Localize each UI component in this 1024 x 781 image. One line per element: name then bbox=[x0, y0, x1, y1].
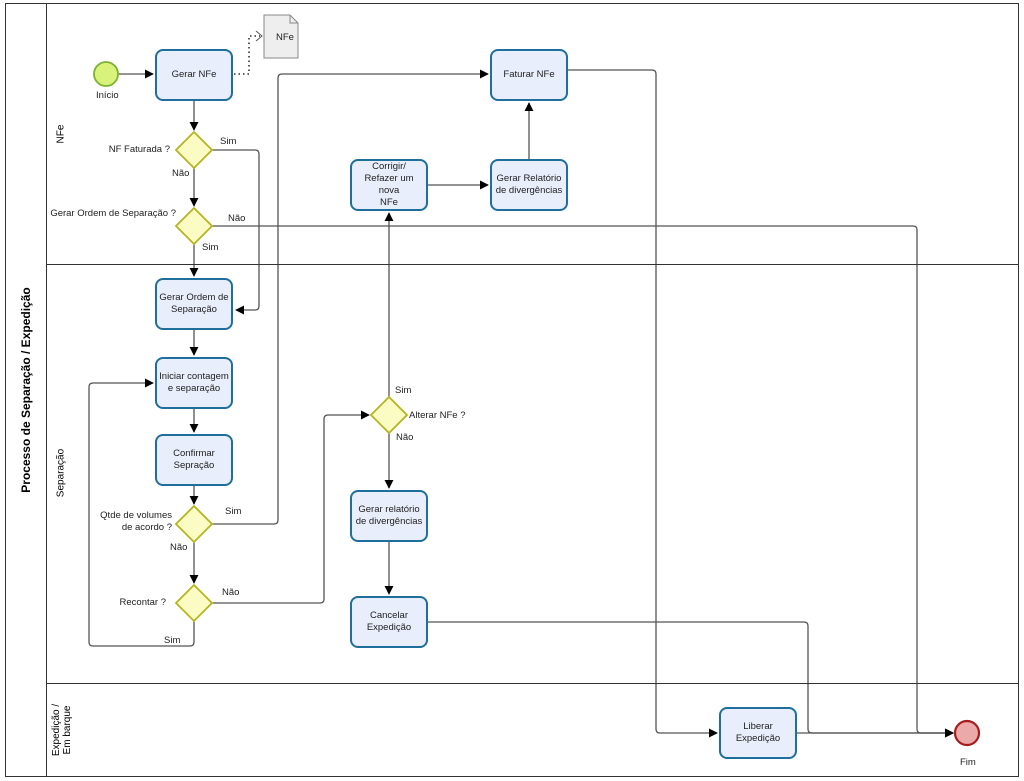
lane-divider-2 bbox=[47, 683, 1019, 684]
pool bbox=[5, 3, 1019, 777]
task-corrigir-nfe[interactable]: Corrigir/ Refazer um nova NFe bbox=[350, 159, 428, 211]
gateway-nf-faturada[interactable] bbox=[174, 130, 214, 170]
flow-label-nf-faturada-nao: Não bbox=[172, 168, 190, 179]
start-event-label: Início bbox=[96, 90, 119, 101]
gateway-gerar-ordem[interactable] bbox=[174, 206, 214, 246]
gateway-label-recontar: Recontar ? bbox=[119, 597, 166, 608]
pool-header bbox=[5, 3, 47, 777]
flow-qtde-sim bbox=[212, 69, 489, 525]
task-iniciar-contagem[interactable]: Iniciar contagem e separação bbox=[155, 357, 233, 409]
task-gerar-relatorio-nfe[interactable]: Gerar Relatório de divergências bbox=[490, 159, 568, 211]
gateway-label-gerar-ordem: Gerar Ordem de Separação ? bbox=[50, 208, 176, 219]
gateway-qtde-volumes[interactable] bbox=[174, 504, 214, 544]
gateway-label-alterar-nfe: Alterar NFe ? bbox=[409, 410, 466, 421]
gateway-recontar[interactable] bbox=[174, 583, 214, 623]
pool-title: Processo de Separação / Expedição bbox=[19, 287, 33, 493]
end-event[interactable] bbox=[953, 719, 981, 747]
flow-recontar-sim bbox=[88, 378, 195, 647]
task-faturar-nfe[interactable]: Faturar NFe bbox=[490, 49, 568, 101]
task-gerar-nfe[interactable]: Gerar NFe bbox=[155, 49, 233, 101]
task-gerar-ordem-separacao[interactable]: Gerar Ordem de Separação bbox=[155, 278, 233, 330]
task-gerar-relatorio-separacao[interactable]: Gerar relatório de divergências bbox=[350, 490, 428, 542]
gateway-label-qtde-volumes: Qtde de volumes de acordo ? bbox=[100, 510, 172, 533]
lane-label-expedicao: Expedição / Em barque bbox=[51, 703, 73, 757]
flow-faturar-to-liberar bbox=[568, 69, 718, 738]
flow-label-qtde-sim: Sim bbox=[225, 506, 242, 517]
flow-label-alterar-sim: Sim bbox=[395, 385, 412, 396]
start-event[interactable] bbox=[93, 61, 119, 87]
task-cancelar-expedicao[interactable]: Cancelar Expedição bbox=[350, 596, 428, 648]
flow-nf-faturada-sim bbox=[212, 149, 260, 315]
document-nfe-icon[interactable] bbox=[263, 14, 299, 59]
task-liberar-expedicao[interactable]: Liberar Expedição bbox=[719, 707, 797, 759]
gateway-alterar-nfe[interactable] bbox=[369, 395, 409, 435]
flow-label-gerar-ordem-sim: Sim bbox=[202, 242, 219, 253]
flow-label-recontar-nao: Não bbox=[222, 587, 240, 598]
lane-label-separacao: Separação bbox=[55, 448, 67, 498]
end-event-label: Fim bbox=[960, 757, 976, 768]
association-gerar-nfe-to-doc bbox=[234, 35, 260, 75]
lane-divider-1 bbox=[47, 264, 1019, 265]
flow-label-qtde-nao: Não bbox=[170, 542, 188, 553]
task-confirmar-separacao[interactable]: Confirmar Sepração bbox=[155, 434, 233, 486]
flow-label-recontar-sim: Sim bbox=[164, 635, 181, 646]
document-fold bbox=[289, 15, 298, 24]
flow-recontar-nao bbox=[212, 410, 370, 604]
gateway-label-nf-faturada: NF Faturada ? bbox=[108, 144, 170, 155]
flow-label-nf-faturada-sim: Sim bbox=[220, 136, 237, 147]
flow-label-gerar-ordem-nao: Não bbox=[228, 213, 246, 224]
lane-label-nfe: NFe bbox=[55, 124, 67, 144]
association-arrowhead bbox=[255, 30, 263, 42]
flow-label-alterar-nao: Não bbox=[396, 432, 414, 443]
document-label: NFe bbox=[276, 32, 294, 43]
